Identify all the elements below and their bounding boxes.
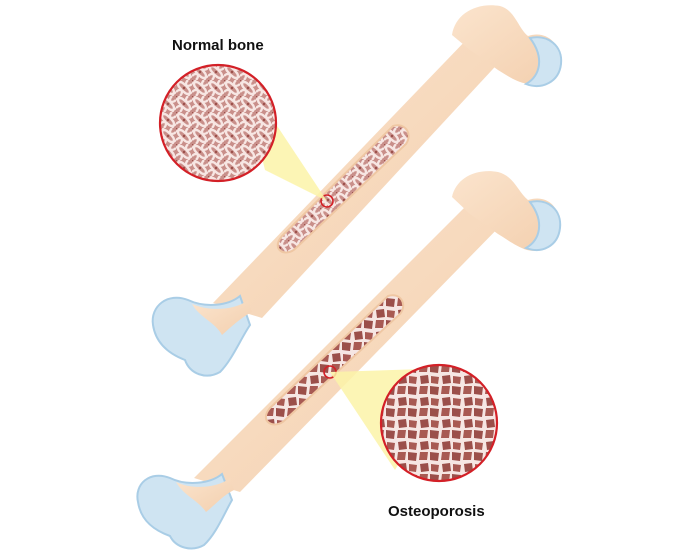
osteoporotic-femur bbox=[136, 171, 562, 550]
osteo-bone-condyle-neck bbox=[176, 478, 234, 512]
normal-femur bbox=[151, 5, 563, 377]
normal-magnified-circle bbox=[158, 63, 278, 183]
osteo-bone-head bbox=[452, 171, 560, 251]
normal-bone-cartilage-top bbox=[523, 36, 563, 87]
normal-bone-marrow-window bbox=[276, 124, 410, 254]
osteo-bone-cartilage-top bbox=[523, 200, 562, 251]
osteoporosis-label: Osteoporosis bbox=[388, 503, 485, 520]
osteo-bone-marrow-window bbox=[264, 294, 405, 426]
magnified-bone-tissue-icon-osteo bbox=[379, 363, 499, 483]
normal-bone-condyle-neck bbox=[192, 300, 252, 335]
normal-bone-head bbox=[452, 5, 561, 86]
osteo-magnified-circle bbox=[379, 363, 499, 483]
magnified-bone-tissue-icon bbox=[158, 63, 278, 183]
normal-zoom-marker bbox=[320, 194, 334, 208]
normal-bone-label: Normal bone bbox=[172, 37, 264, 54]
